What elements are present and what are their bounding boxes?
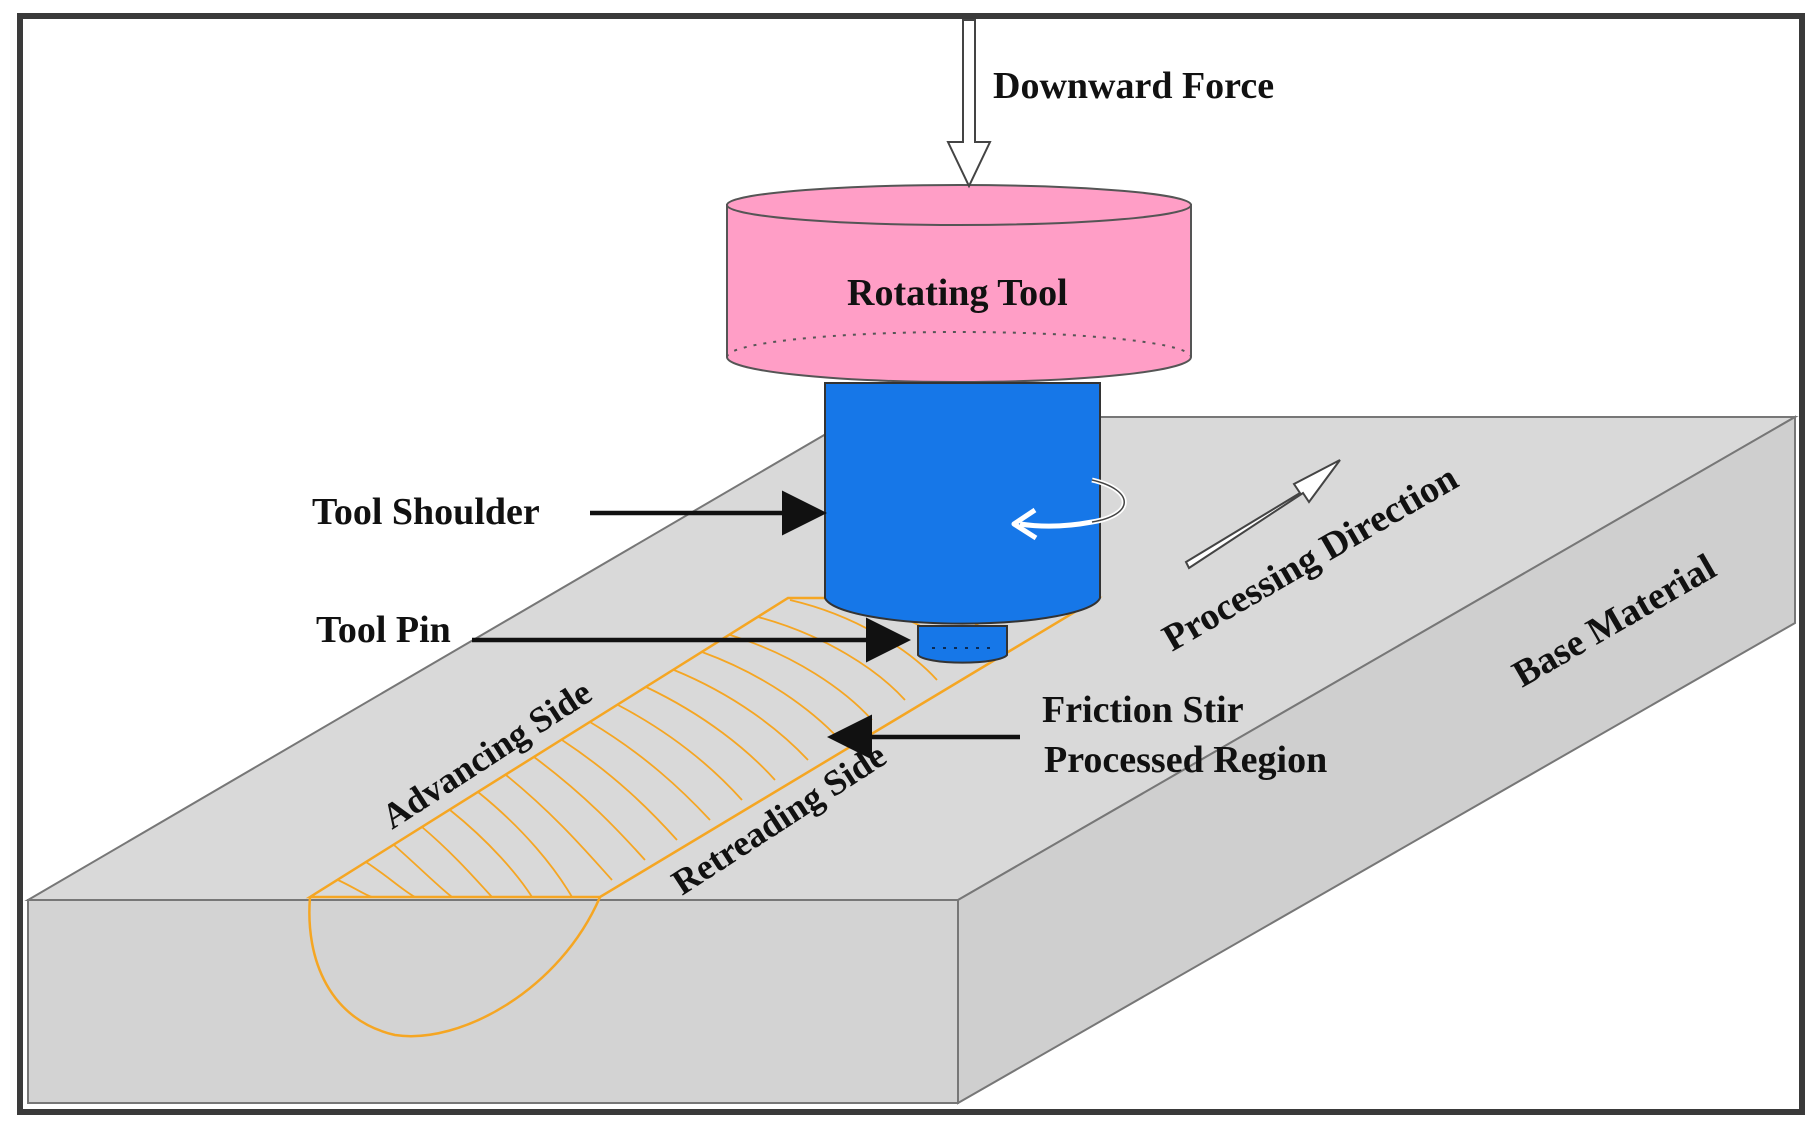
rotation-arrow-icon <box>1011 477 1127 541</box>
processed-region-label-line2: Processed Region <box>1044 739 1327 781</box>
rotating-tool-hidden-edge <box>726 331 1192 358</box>
base-front-face <box>27 899 959 1104</box>
tool-shoulder-label: Tool Shoulder <box>312 491 540 533</box>
rotating-tool <box>726 184 1192 383</box>
downward-force-label: Downward Force <box>993 65 1274 107</box>
tool-shoulder <box>824 382 1101 625</box>
tool-shoulder-body <box>824 382 1101 625</box>
base-material-block <box>24 415 1799 1105</box>
rotating-tool-top <box>726 184 1192 226</box>
base-side-face <box>957 415 1796 1105</box>
rotating-tool-body <box>726 204 1192 383</box>
processing-direction-arrow <box>1184 459 1341 570</box>
rotating-tool-label: Rotating Tool <box>847 272 1068 314</box>
processed-region-cross-section <box>308 896 602 1038</box>
tool-pin-body <box>917 625 1008 664</box>
processed-region-label-line1: Friction Stir <box>1042 689 1244 731</box>
downward-force-arrow <box>946 19 992 189</box>
tool-pin <box>917 625 1008 664</box>
tool-pin-label: Tool Pin <box>316 609 451 651</box>
